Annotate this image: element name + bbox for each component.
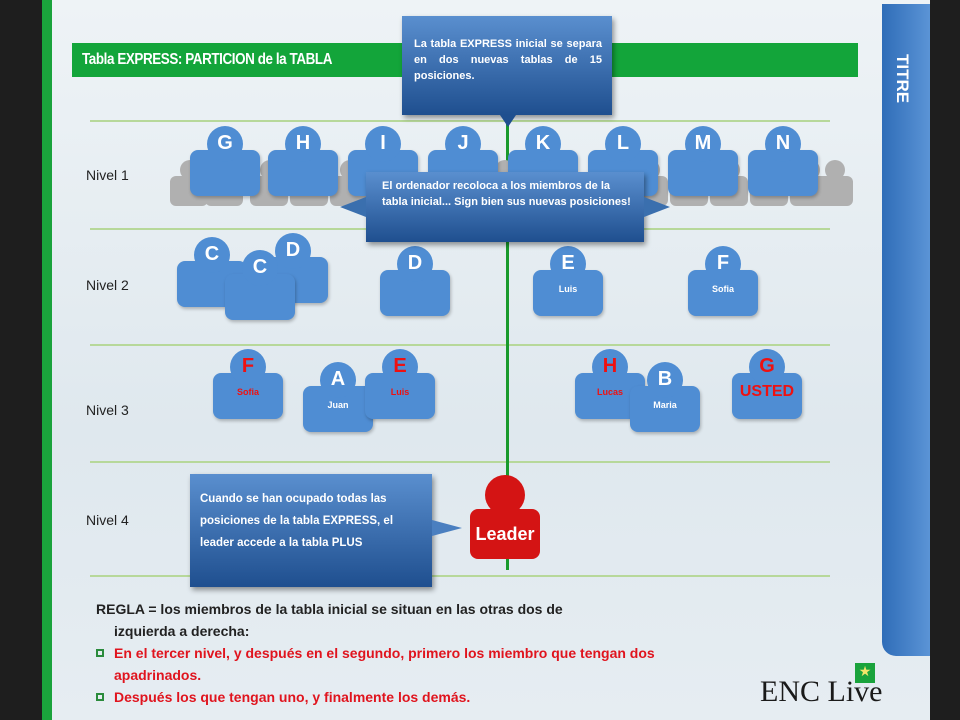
- person-letter: H: [285, 126, 321, 162]
- person-figure: M: [668, 126, 738, 196]
- callout-pointer: [432, 520, 462, 536]
- person-letter: M: [685, 126, 721, 162]
- rule-item: Después los que tengan uno, y finalmente…: [96, 686, 736, 708]
- divider: [90, 461, 830, 463]
- divider: [90, 575, 830, 577]
- logo: ENC Live★: [760, 663, 882, 709]
- person-letter: E: [550, 246, 586, 282]
- person-figure: C: [177, 237, 247, 307]
- divider: [90, 120, 830, 122]
- callout-pointer-right: [644, 197, 670, 217]
- person-figure: G: [190, 126, 260, 196]
- leader-label: Leader: [470, 509, 540, 559]
- person-icon: [485, 475, 525, 515]
- callout-pointer: [500, 115, 516, 127]
- level-label: Nivel 2: [86, 277, 129, 293]
- person-letter: D: [275, 233, 311, 269]
- person-letter: C: [194, 237, 230, 273]
- person-letter: B: [647, 362, 683, 398]
- rule-intro: REGLA = los miembros de la tabla inicial…: [96, 601, 563, 617]
- person-letter: D: [397, 246, 433, 282]
- star-icon: ★: [855, 663, 875, 683]
- grey-person-icon: [815, 160, 853, 208]
- person-figure: H: [268, 126, 338, 196]
- sidebar-label: TITRE: [893, 54, 912, 104]
- person-letter: I: [365, 126, 401, 162]
- divider: [90, 344, 830, 346]
- person-letter: J: [445, 126, 481, 162]
- level-label: Nivel 4: [86, 512, 129, 528]
- person-figure: C: [225, 250, 295, 320]
- rules-text: REGLA = los miembros de la tabla inicial…: [96, 598, 736, 708]
- leader-figure: Leader: [470, 475, 540, 560]
- person-letter: G: [749, 349, 785, 385]
- level-label: Nivel 3: [86, 402, 129, 418]
- bullet-icon: [96, 693, 104, 701]
- person-letter: N: [765, 126, 801, 162]
- callout-pointer-left: [340, 197, 366, 217]
- sidebar-title-bar: TITRE: [882, 4, 930, 656]
- bullet-icon: [96, 649, 104, 657]
- person-figure: L: [588, 126, 658, 196]
- person-letter: H: [592, 349, 628, 385]
- person-letter: C: [242, 250, 278, 286]
- person-letter: K: [525, 126, 561, 162]
- callout-middle: El ordenador recoloca a los miembros de …: [366, 172, 644, 242]
- rule-item-text: Después los que tengan uno, y finalmente…: [114, 689, 471, 705]
- callout-top: La tabla EXPRESS inicial se separa en do…: [402, 16, 612, 115]
- person-letter: A: [320, 362, 356, 398]
- person-letter: G: [207, 126, 243, 162]
- rule-intro-2: izquierda a derecha:: [114, 623, 250, 639]
- person-letter: E: [382, 349, 418, 385]
- left-accent-strip: [42, 0, 52, 720]
- person-figure: N: [748, 126, 818, 196]
- slide-title: Tabla EXPRESS: PARTICION de la TABLA: [82, 51, 332, 68]
- person-letter: F: [230, 349, 266, 385]
- split-line: [506, 120, 509, 570]
- person-figure: D: [380, 246, 450, 316]
- callout-bottom: Cuando se han ocupado todas las posicion…: [190, 474, 432, 587]
- level-label: Nivel 1: [86, 167, 129, 183]
- rule-item: En el tercer nivel, y después en el segu…: [96, 642, 736, 686]
- person-letter: L: [605, 126, 641, 162]
- person-letter: F: [705, 246, 741, 282]
- rule-item-text: En el tercer nivel, y después en el segu…: [114, 645, 655, 683]
